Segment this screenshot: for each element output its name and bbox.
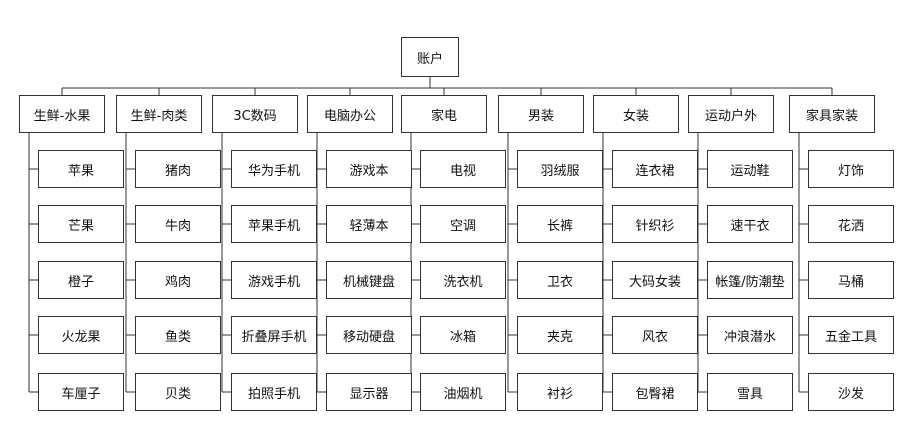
category-node: 女装 bbox=[593, 95, 679, 133]
item-node: 芒果 bbox=[38, 205, 124, 243]
item-node: 苹果 bbox=[38, 150, 124, 188]
item-node: 卫衣 bbox=[517, 261, 603, 299]
item-node: 洗衣机 bbox=[420, 261, 506, 299]
item-node: 灯饰 bbox=[808, 150, 894, 188]
category-node: 男装 bbox=[498, 95, 584, 133]
item-node: 羽绒服 bbox=[517, 150, 603, 188]
item-node: 包臀裙 bbox=[612, 373, 698, 411]
item-node: 帐篷/防潮垫 bbox=[707, 261, 793, 299]
item-node: 油烟机 bbox=[420, 373, 506, 411]
category-node: 电脑办公 bbox=[307, 95, 393, 133]
item-node: 火龙果 bbox=[38, 316, 124, 354]
category-node: 家具家装 bbox=[789, 95, 875, 133]
item-node: 大码女装 bbox=[612, 261, 698, 299]
item-node: 长裤 bbox=[517, 205, 603, 243]
item-node: 游戏手机 bbox=[231, 261, 317, 299]
item-node: 花洒 bbox=[808, 205, 894, 243]
category-node: 家电 bbox=[401, 95, 487, 133]
item-node: 机械键盘 bbox=[326, 261, 412, 299]
item-node: 苹果手机 bbox=[231, 205, 317, 243]
category-node: 运动户外 bbox=[688, 95, 774, 133]
item-node: 速干衣 bbox=[707, 205, 793, 243]
category-node: 3C数码 bbox=[212, 95, 298, 133]
item-node: 连衣裙 bbox=[612, 150, 698, 188]
item-node: 游戏本 bbox=[326, 150, 412, 188]
item-node: 雪具 bbox=[707, 373, 793, 411]
item-node: 针织衫 bbox=[612, 205, 698, 243]
item-node: 鱼类 bbox=[135, 316, 221, 354]
item-node: 移动硬盘 bbox=[326, 316, 412, 354]
item-node: 马桶 bbox=[808, 261, 894, 299]
item-node: 显示器 bbox=[326, 373, 412, 411]
item-node: 冲浪潜水 bbox=[707, 316, 793, 354]
item-node: 猪肉 bbox=[135, 150, 221, 188]
root-node: 账户 bbox=[401, 37, 459, 77]
item-node: 五金工具 bbox=[808, 316, 894, 354]
item-node: 橙子 bbox=[38, 261, 124, 299]
item-node: 轻薄本 bbox=[326, 205, 412, 243]
item-node: 折叠屏手机 bbox=[231, 316, 317, 354]
item-node: 牛肉 bbox=[135, 205, 221, 243]
item-node: 夹克 bbox=[517, 316, 603, 354]
item-node: 衬衫 bbox=[517, 373, 603, 411]
item-node: 风衣 bbox=[612, 316, 698, 354]
item-node: 电视 bbox=[420, 150, 506, 188]
item-node: 车厘子 bbox=[38, 373, 124, 411]
item-node: 拍照手机 bbox=[231, 373, 317, 411]
item-node: 贝类 bbox=[135, 373, 221, 411]
item-node: 鸡肉 bbox=[135, 261, 221, 299]
item-node: 冰箱 bbox=[420, 316, 506, 354]
item-node: 华为手机 bbox=[231, 150, 317, 188]
category-node: 生鲜-肉类 bbox=[116, 95, 202, 133]
item-node: 空调 bbox=[420, 205, 506, 243]
category-node: 生鲜-水果 bbox=[19, 95, 105, 133]
item-node: 沙发 bbox=[808, 373, 894, 411]
item-node: 运动鞋 bbox=[707, 150, 793, 188]
